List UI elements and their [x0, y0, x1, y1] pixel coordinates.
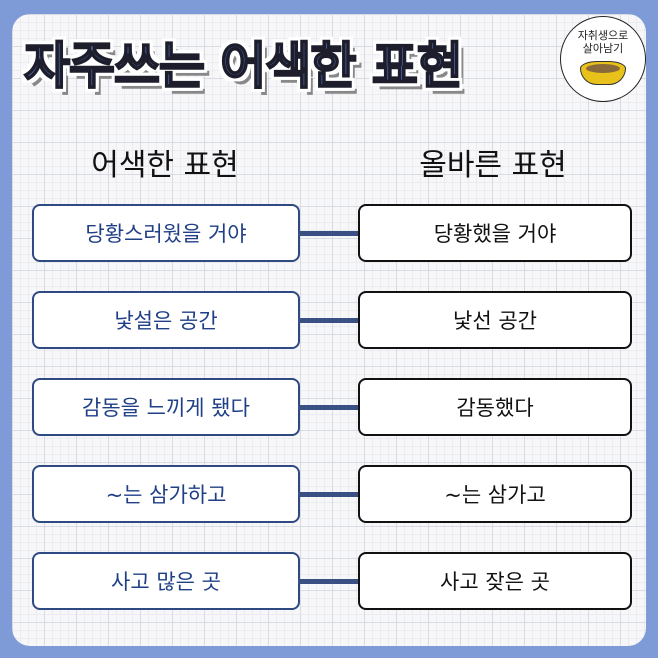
connector: [298, 405, 358, 410]
right-expression: 낯선 공간: [358, 291, 632, 349]
right-expression: ~는 삼가고: [358, 465, 632, 523]
wrong-expression: 낯설은 공간: [32, 291, 300, 349]
comparison-row: 낯설은 공간 낯선 공간: [0, 291, 658, 349]
comparison-row: 당황스러웠을 거야 당황했을 거야: [0, 204, 658, 262]
right-expression: 사고 잦은 곳: [358, 552, 632, 610]
logo-line2: 살아남기: [582, 42, 624, 55]
wrong-expression: 감동을 느끼게 됐다: [32, 378, 300, 436]
header-right: 올바른 표현: [419, 148, 567, 183]
comparison-row: ~는 삼가하고 ~는 삼가고: [0, 465, 658, 523]
wrong-expression: ~는 삼가하고: [32, 465, 300, 523]
page-title: 자주쓰는 어색한 표현: [23, 36, 464, 96]
connector: [298, 492, 358, 497]
wrong-expression: 당황스러웠을 거야: [32, 204, 300, 262]
header-wrong: 어색한 표현: [91, 148, 239, 183]
wrong-expression: 사고 많은 곳: [32, 552, 300, 610]
right-expression: 감동했다: [358, 378, 632, 436]
connector: [298, 231, 358, 236]
right-expression: 당황했을 거야: [358, 204, 632, 262]
comparison-row: 감동을 느끼게 됐다 감동했다: [0, 378, 658, 436]
comparison-row: 사고 많은 곳 사고 잦은 곳: [0, 552, 658, 610]
connector: [298, 318, 358, 323]
connector: [298, 579, 358, 584]
logo-line1: 자취생으로: [577, 29, 629, 42]
bowl-icon: [580, 61, 626, 85]
